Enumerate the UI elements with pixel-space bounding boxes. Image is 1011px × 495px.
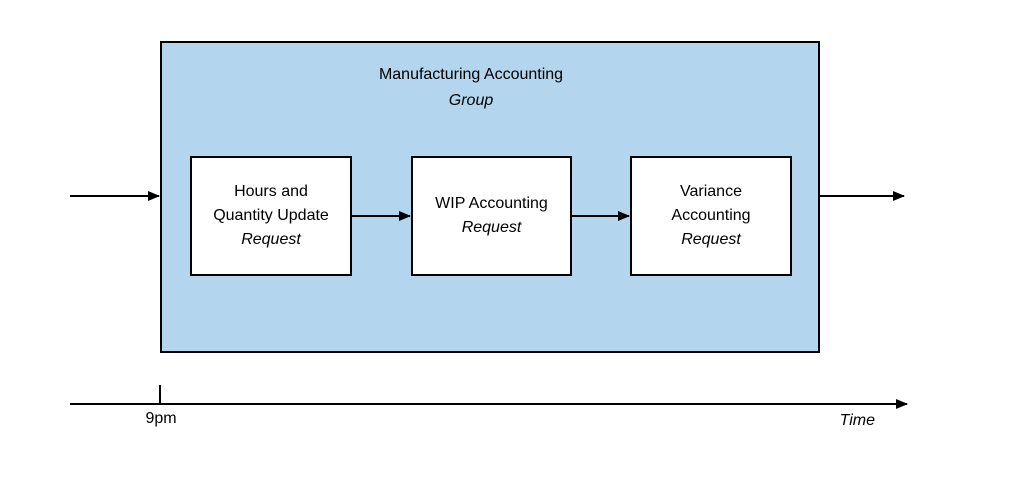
process-box-title: WIP Accounting	[435, 195, 548, 212]
process-box-subtitle: Request	[681, 231, 741, 248]
process-box-wip-accounting: WIP Accounting Request	[411, 156, 572, 276]
process-box-subtitle: Request	[241, 231, 301, 248]
process-box-subtitle: Request	[461, 219, 522, 236]
timeline-axis-label: Time	[839, 412, 875, 429]
group-title-block: Manufacturing Accounting Group	[271, 62, 671, 114]
group-title: Manufacturing Accounting	[378, 66, 564, 83]
group-subtitle: Group	[448, 92, 494, 109]
timeline-tick-label: 9pm	[145, 410, 177, 427]
